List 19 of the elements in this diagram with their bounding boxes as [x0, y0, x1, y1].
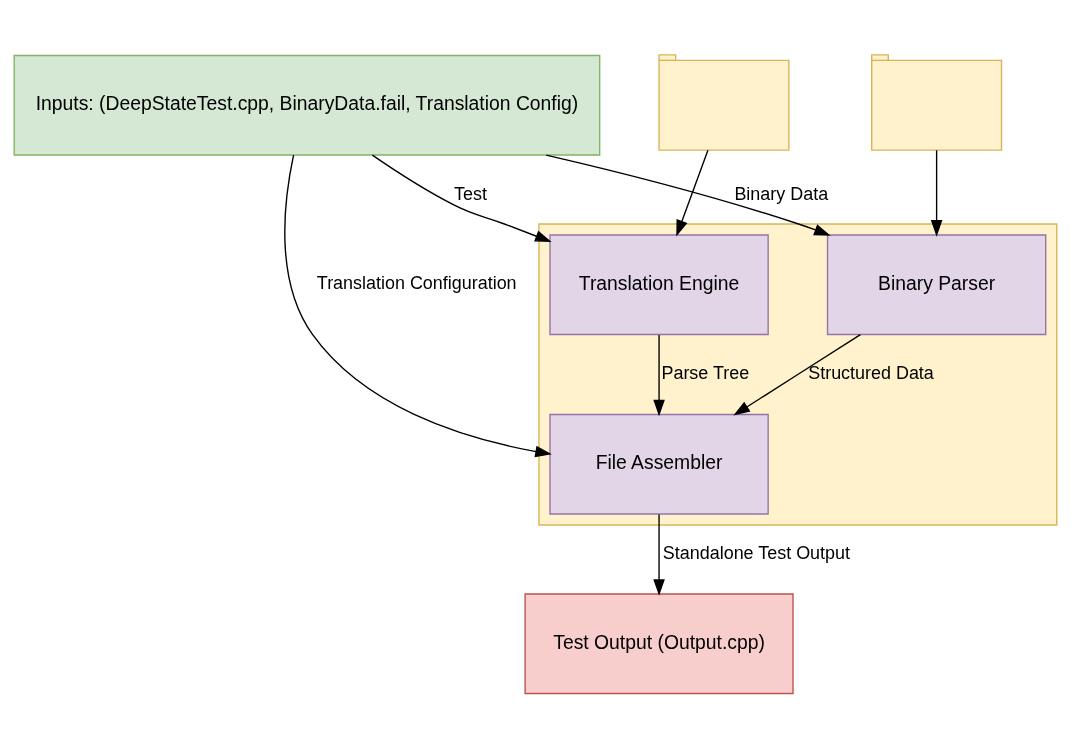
node-box: Binary Parser	[826, 233, 1047, 335]
arrow	[733, 333, 862, 416]
arrow	[371, 153, 552, 242]
node-box: Inputs: (DeepStateTest.cpp, BinaryData.fail, Translation Config)	[13, 54, 601, 156]
node-box: File Assembler	[549, 413, 769, 515]
arrow	[284, 153, 552, 457]
arrow	[930, 149, 943, 237]
edge-label: Test	[454, 183, 488, 204]
arrow	[676, 149, 709, 237]
edge-label: Structured Data	[808, 362, 934, 383]
node-box: Test Output (Output.cpp)	[524, 592, 794, 694]
node-box: Translation Engine	[549, 233, 769, 335]
edge-label: Translation Configuration	[316, 272, 517, 293]
edge-label: Parse Tree	[661, 362, 750, 383]
arrow	[653, 513, 665, 596]
arrow	[545, 153, 831, 236]
edge-label: Standalone Test Output	[662, 542, 850, 563]
arrow	[653, 333, 665, 416]
edge-label: Binary Data	[734, 183, 829, 204]
